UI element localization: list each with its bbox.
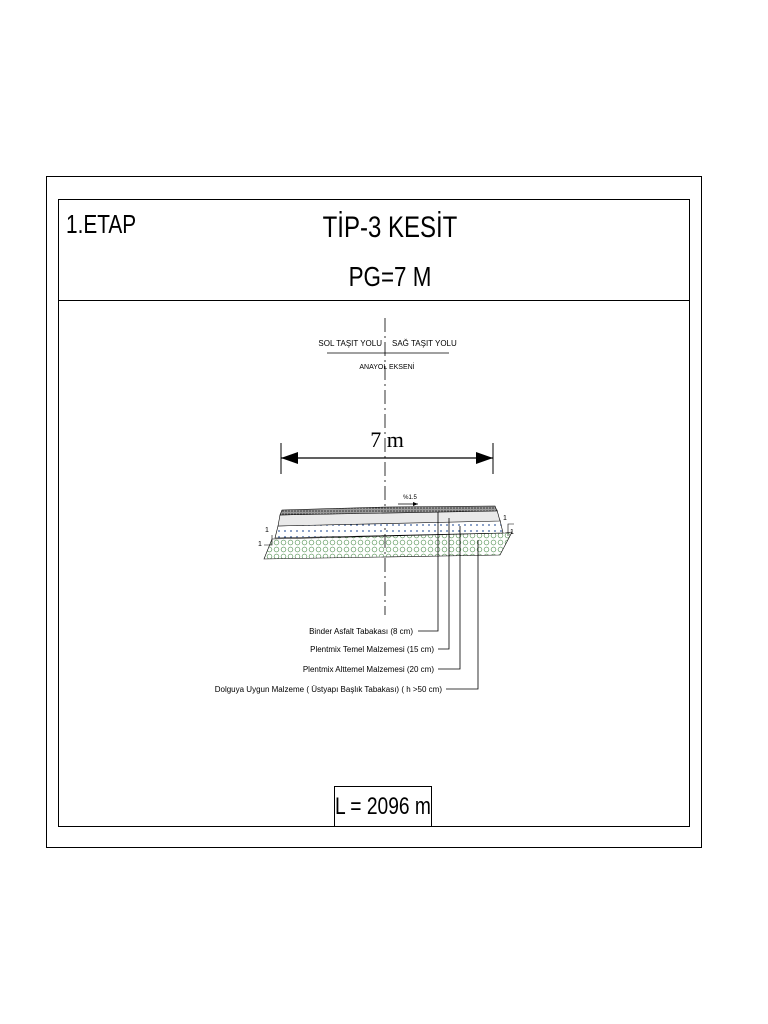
length-value: L = 2096 m [335,792,431,820]
fill-material-layer [263,531,513,560]
side-slope-right-horizontal: 1 [510,529,514,536]
side-slope-right [507,523,514,536]
leader-line-fill [446,540,479,690]
axis-label: ANAYOL EKSENİ [359,362,414,371]
side-slope-left-horizontal: 1 [258,541,262,548]
drawing-outer-border [46,176,702,848]
width-dimension-label: 7 m [370,427,404,452]
layer-label-fill: Dolguya Uygun Malzeme ( Üstyapı Başlık T… [215,685,443,694]
dimension-arrow-right [476,452,493,464]
length-box: L = 2096 m [334,786,432,827]
layer-label-binder: Binder Asfalt Tabakası (8 cm) [309,627,413,636]
dimension-arrow-left [281,452,298,464]
side-slope-left [264,535,273,546]
left-lane-label: SOL TAŞIT YOLU [318,339,382,348]
leader-line-binder [418,512,439,632]
layer-label-base: Plentmix Temel Malzemesi (15 cm) [310,645,434,654]
right-lane-label: SAĞ TAŞIT YOLU [392,339,457,348]
asphalt-binder-layer [279,505,498,516]
stage-label: 1.ETAP [66,209,137,239]
layer-label-subbase: Plentmix Alttemel Malzemesi (20 cm) [303,665,434,674]
drawing-subtitle: PG=7 M [348,261,432,292]
leader-line-subbase [438,526,461,670]
leader-line-base [438,518,450,650]
side-slope-left-vertical: 1 [265,527,269,534]
drawing-title: TİP-3 KESİT [322,211,458,244]
side-slope-right-vertical: 1 [503,515,507,522]
slope-label: %1.5 [403,495,417,501]
slope-arrow-head [413,502,418,506]
header-divider [58,300,690,301]
